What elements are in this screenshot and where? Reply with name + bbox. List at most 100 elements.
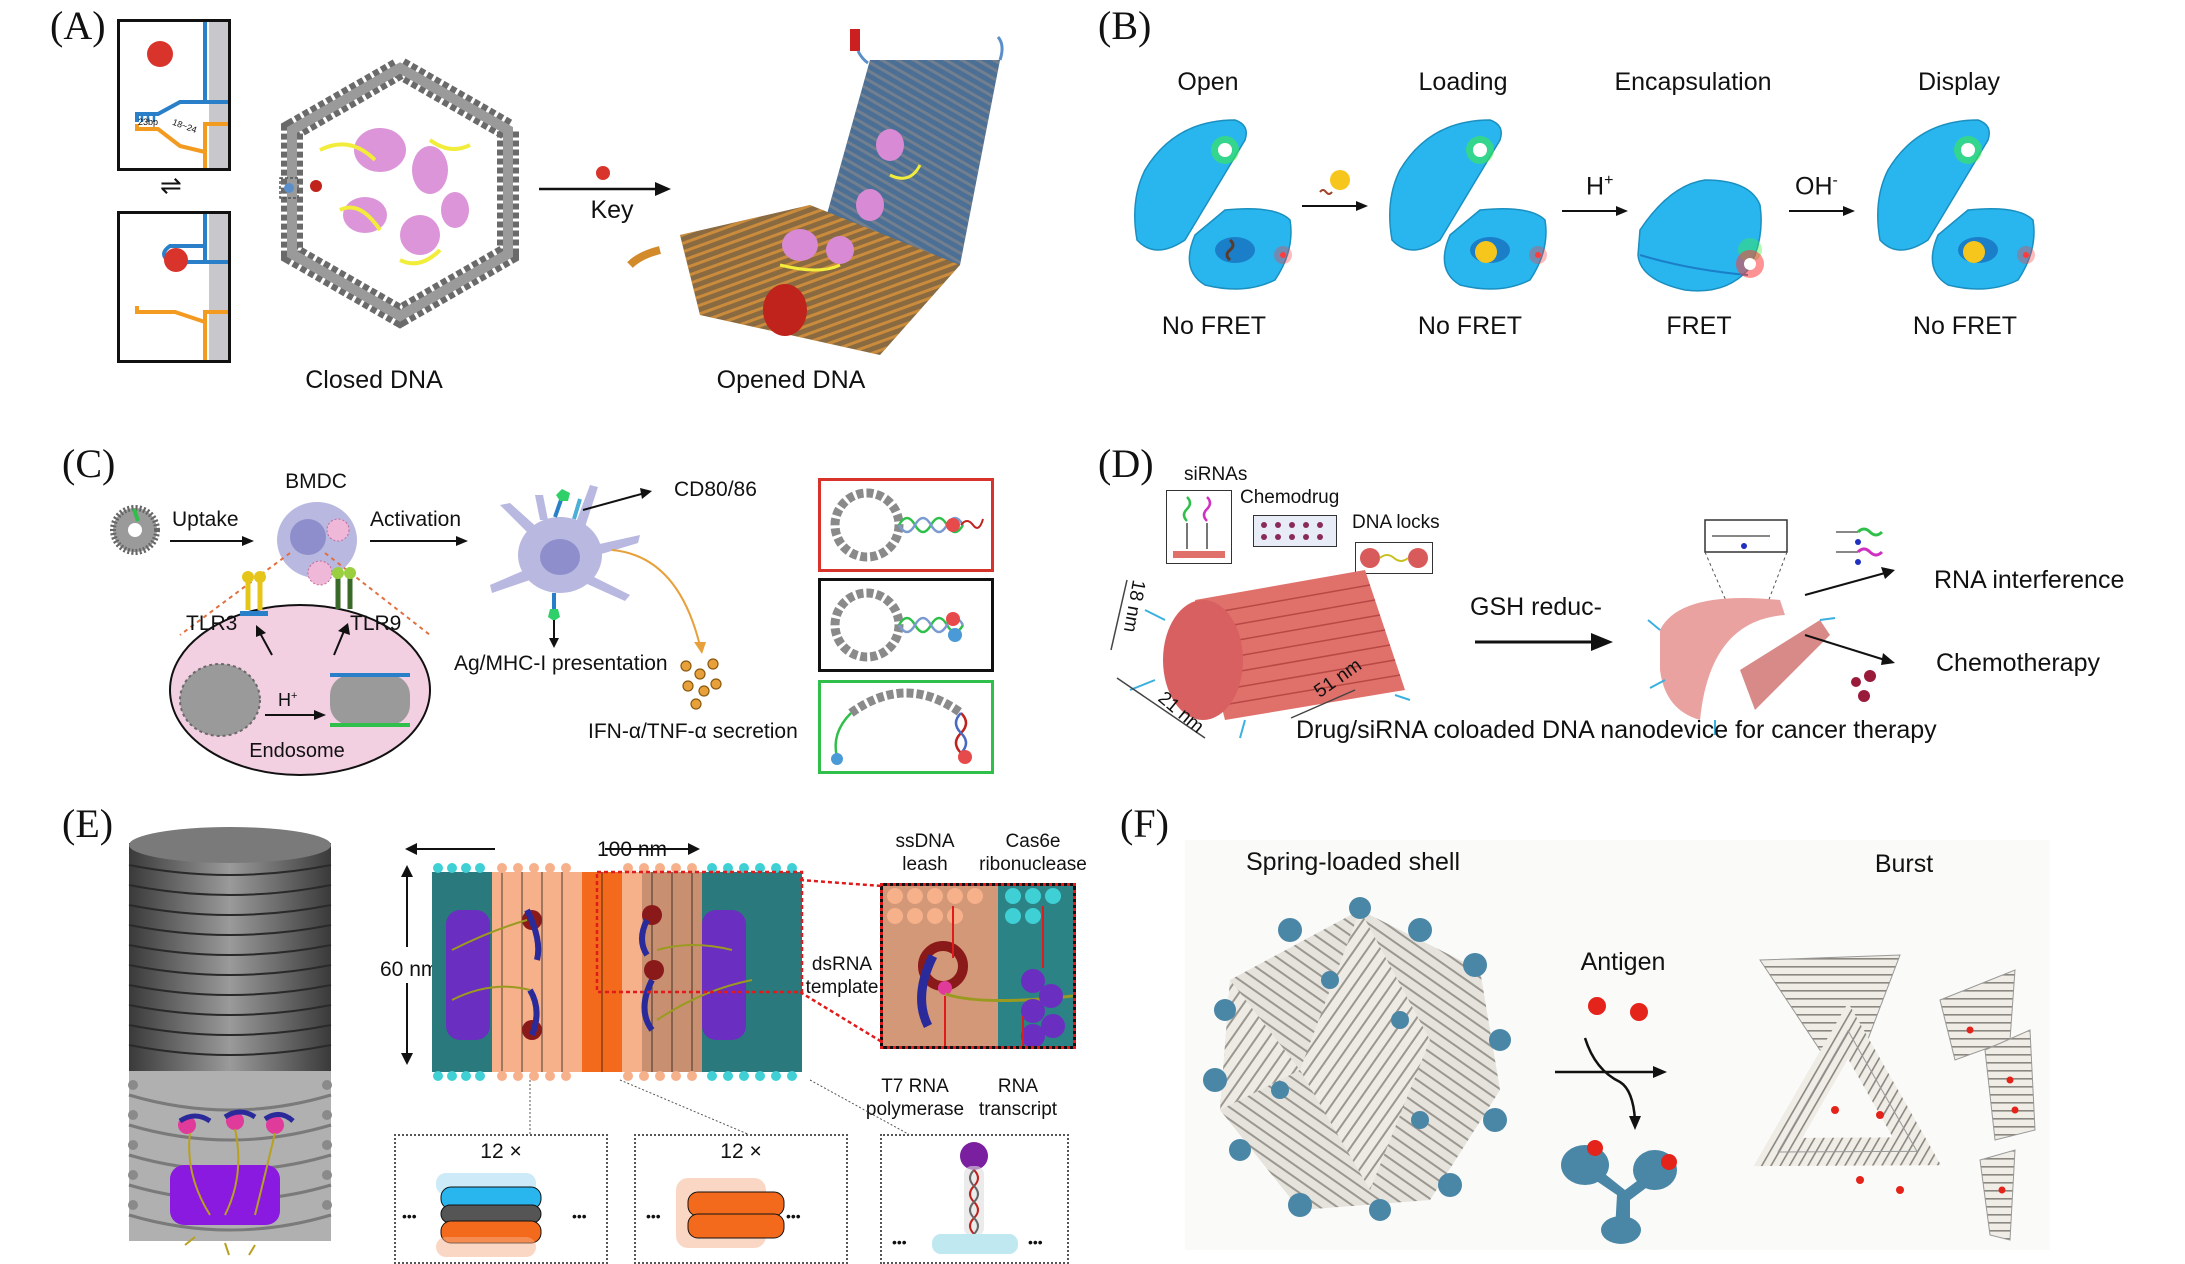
acid-label-c-text: H (278, 690, 291, 710)
callout-cas6e-line1: Cas6e (1005, 831, 1061, 852)
antigen-binding (1555, 997, 1677, 1244)
clam-closed (1637, 179, 1764, 292)
callout-dsrna-line2: template (805, 977, 879, 998)
endosome-label: Endosome (249, 740, 345, 762)
callout-ssdna-line2: leash (902, 854, 948, 875)
dna-locks-label: DNA locks (1352, 512, 1440, 533)
gsh-arrow (1475, 633, 1613, 651)
panel-label-b: (B) (1098, 3, 1152, 48)
ellipsis-left-1: ••• (402, 1208, 417, 1224)
key-icon (596, 166, 610, 180)
panel-label-c: (C) (62, 441, 116, 486)
callout-t7-line1: T7 RNA (881, 1076, 949, 1097)
key-label: Key (590, 196, 634, 224)
hairpin-structure-red (830, 488, 984, 562)
activation-label: Activation (370, 508, 462, 531)
antigen-label: Antigen (1580, 948, 1666, 976)
base-arrow (1789, 206, 1855, 216)
loading-arrow (1302, 170, 1368, 211)
base-label-text: OH (1795, 172, 1833, 201)
uptake-arrow (170, 536, 254, 546)
key-arrow (539, 166, 671, 196)
cytokine-secretion (611, 549, 722, 710)
state-display: No FRET (1912, 312, 2018, 340)
tlr9-icon (332, 567, 356, 609)
sirnas-label: siRNAs (1184, 464, 1248, 485)
chemodrug-label: Chemodrug (1240, 487, 1340, 508)
acid-label: H+ (1586, 172, 1613, 201)
ellipsis-left-2: ••• (646, 1208, 661, 1224)
burst-fragments (1753, 954, 2036, 1241)
base-label: OH- (1795, 172, 1838, 201)
helix-bundle-1 (436, 1173, 542, 1257)
panel-label-f: (F) (1120, 801, 1169, 846)
dna-lock-drawing (1360, 548, 1428, 568)
released-sirna-icon (1836, 527, 1884, 565)
aptamer-open-drawing (135, 22, 228, 168)
nanoparticle-icon (110, 505, 160, 555)
detail-box-2: 12 × ••• ••• (634, 1134, 848, 1264)
tlr3-icon (240, 571, 268, 616)
callout-dsrna-line1: dsRNA (811, 954, 873, 975)
detail-connector-lines (529, 1079, 911, 1136)
gsh-trigger-label: GSH reduc- (1470, 593, 1602, 621)
structure-box-red (818, 478, 994, 572)
structure-box-black (818, 578, 994, 672)
sirna-drawing (1173, 496, 1225, 558)
nanofactory-cross-section (432, 863, 804, 1081)
clam-loaded (1389, 119, 1547, 290)
antigen-icon (1588, 997, 1606, 1015)
callout-transcript-line2: transcript (978, 1099, 1058, 1120)
bound-key-icon (164, 248, 188, 272)
acid-label-sup: + (1604, 172, 1614, 189)
acid-label-c: H+ (278, 690, 297, 711)
chemodrug-inset (1253, 515, 1337, 547)
base-label-sup: - (1832, 172, 1838, 189)
stage-title-encapsulation: Encapsulation (1614, 68, 1772, 96)
open-structure-green (831, 688, 972, 765)
stage-title-loading: Loading (1418, 68, 1508, 96)
rna-factory-tube (128, 827, 332, 1256)
aptamer-bound-schematic (117, 211, 231, 363)
zoom-inset (880, 883, 1076, 1049)
cargo-icon (1330, 170, 1350, 190)
acid-label-c-sup: + (291, 690, 298, 702)
callout-cas6e-line2: ribonuclease (979, 854, 1087, 875)
spring-loaded-shell-title: Spring-loaded shell (1245, 848, 1461, 876)
outcome-arrows (1804, 567, 1895, 665)
state-open: No FRET (1161, 312, 1267, 340)
presentation-arrow (549, 620, 559, 648)
ellipsis-left-3: ••• (892, 1234, 907, 1250)
tlr3-label: TLR3 (186, 612, 238, 635)
panel-label-e: (E) (62, 801, 114, 846)
closed-dna-origami (279, 55, 519, 329)
activated-dendritic-cell (490, 485, 652, 621)
clam-display (1877, 119, 2035, 290)
clam-open (1134, 119, 1292, 290)
aptamer-bound-drawing (135, 214, 228, 360)
bmdc-cell (277, 502, 357, 586)
stem-length-label: 23bp (138, 117, 159, 127)
stage-title-open: Open (1177, 68, 1239, 96)
height-arrow (401, 865, 413, 1065)
dna-nanotube (1110, 570, 1411, 739)
activation-arrow (370, 536, 468, 546)
released-drug-icon (1851, 670, 1876, 702)
chemodrug-drawing (1261, 522, 1323, 540)
width-arrow (405, 843, 700, 855)
caption-opened-dna: Opened DNA (716, 366, 866, 394)
panel-d-caption: Drug/siRNA coloaded DNA nanodevice for c… (1296, 716, 1937, 744)
outcome-chemotherapy: Chemotherapy (1936, 649, 2100, 677)
polymerase-tether (932, 1142, 1018, 1254)
helix-bundle-2 (676, 1178, 785, 1248)
structure-box-green (818, 680, 994, 774)
callout-ssdna-line1: ssDNA (895, 831, 955, 852)
width-label-100nm: 100 nm (596, 838, 668, 861)
spring-loaded-shell (1203, 897, 1511, 1221)
panel-label-a: (A) (50, 3, 106, 48)
repeat-label-1: 12 × (480, 1140, 522, 1163)
sirna-inset (1166, 490, 1232, 564)
